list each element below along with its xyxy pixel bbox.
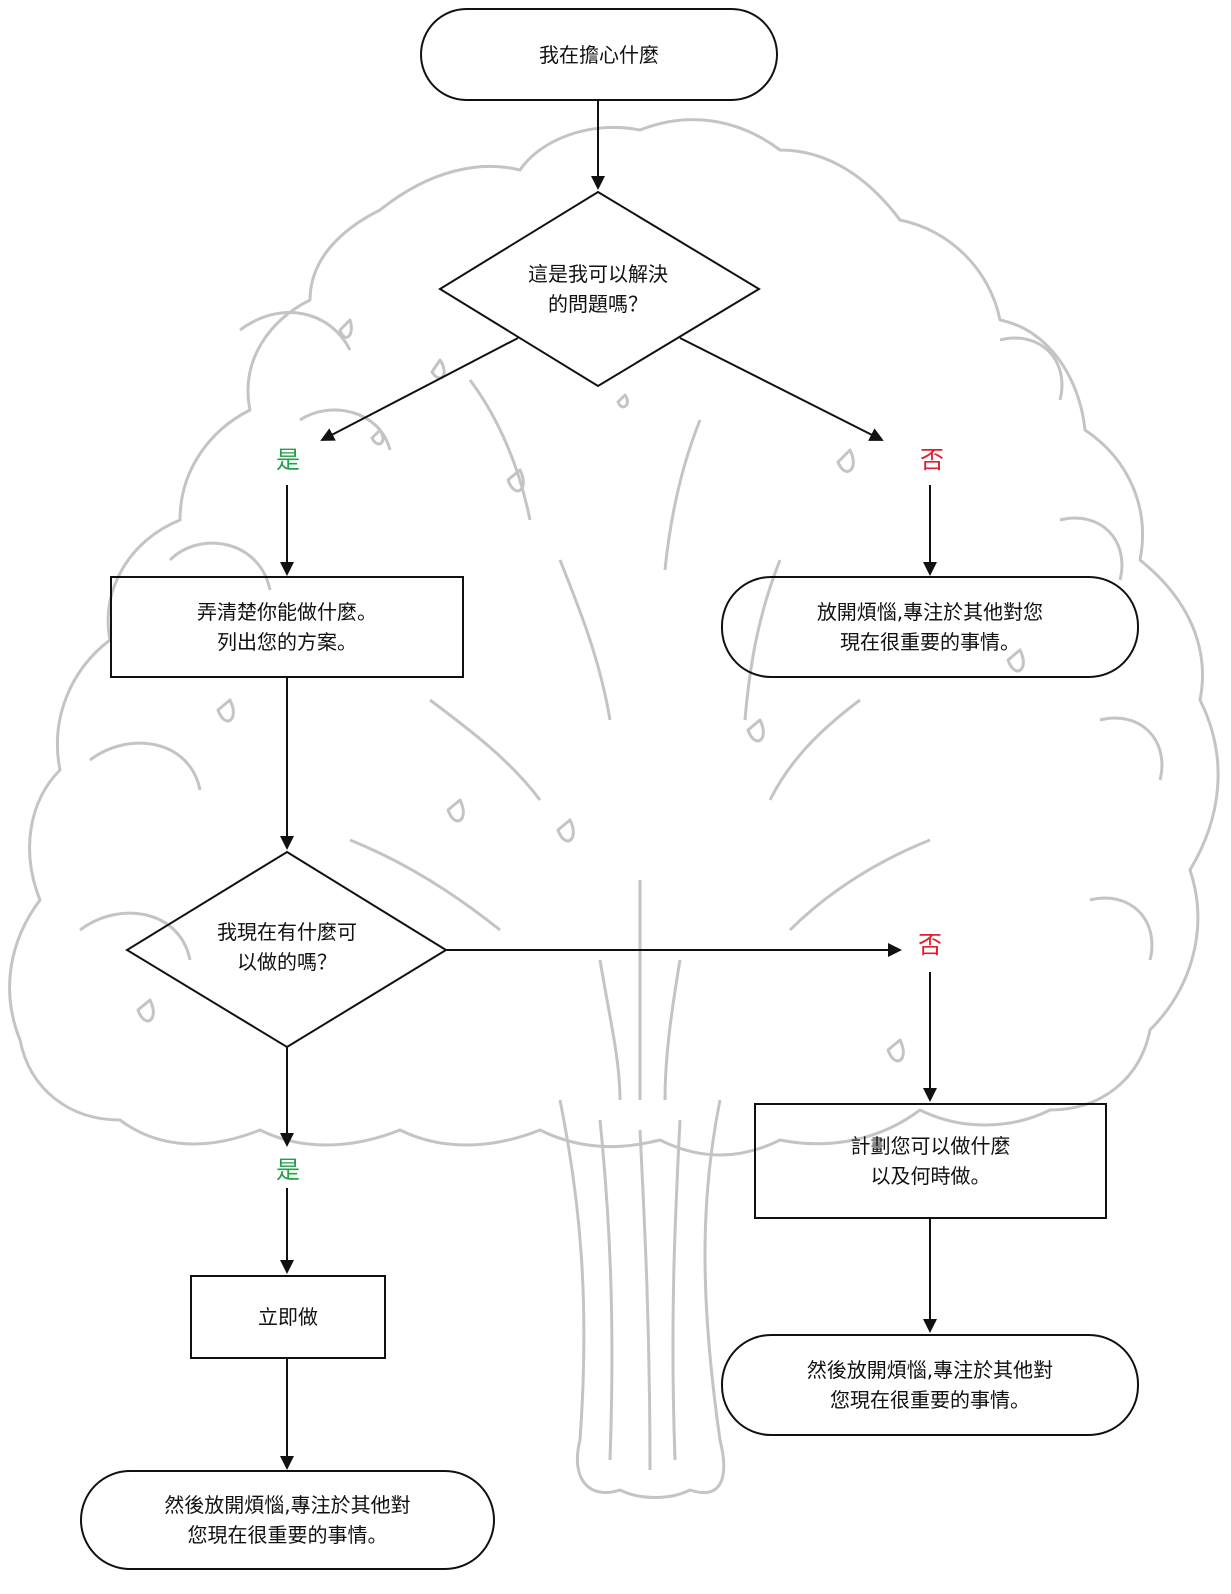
let-go-1-line1: 放開煩惱,專注於其他對您 [816,600,1044,624]
yes-label-2: 是 [276,1156,300,1184]
start-node-text: 我在擔心什麼 [539,42,659,67]
decision-q2-text: 我現在有什麼可 以做的嗎？ [167,916,407,978]
figure-out-line2: 列出您的方案。 [217,630,357,654]
decision-diamond-q1 [438,190,761,388]
decision-q2-line2: 以做的嗎？ [237,950,337,974]
let-go-2-line2: 您現在很重要的事情。 [187,1523,388,1547]
let-go-node-1: 放開煩惱,專注於其他對您 現在很重要的事情。 [721,576,1139,678]
connectors [280,100,937,1470]
do-now-node: 立即做 [190,1275,386,1359]
decision-q1-line2: 的問題嗎？ [548,292,648,316]
arrow-q1-to-yes [320,337,519,441]
plan-line2: 以及何時做。 [870,1164,991,1188]
let-go-3-line1: 然後放開煩惱,專注於其他對 [806,1358,1054,1382]
plan-line1: 計劃您可以做什麼 [850,1134,1011,1158]
no-label-1: 否 [920,446,944,474]
let-go-2-line1: 然後放開煩惱,專注於其他對 [164,1493,411,1517]
figure-out-line1: 弄清楚你能做什麼。 [197,600,377,624]
let-go-node-3: 然後放開煩惱,專注於其他對 您現在很重要的事情。 [721,1334,1139,1436]
no-label-2: 否 [918,931,942,959]
let-go-1-line2: 現在很重要的事情。 [840,630,1020,654]
decision-q2-line1: 我現在有什麼可 [217,920,357,944]
plan-node: 計劃您可以做什麼 以及何時做。 [754,1103,1107,1219]
let-go-node-2: 然後放開煩惱,專注於其他對 您現在很重要的事情。 [80,1470,495,1570]
decision-q1-line1: 這是我可以解決 [528,262,668,286]
start-node: 我在擔心什麼 [420,8,778,101]
figure-out-node: 弄清楚你能做什麼。 列出您的方案。 [110,576,464,678]
do-now-text: 立即做 [258,1305,318,1329]
decision-q1-text: 這是我可以解決 的問題嗎？ [478,258,718,320]
let-go-3-line2: 您現在很重要的事情。 [830,1388,1030,1412]
yes-label-1: 是 [276,446,300,474]
arrow-q1-to-no [679,337,884,441]
